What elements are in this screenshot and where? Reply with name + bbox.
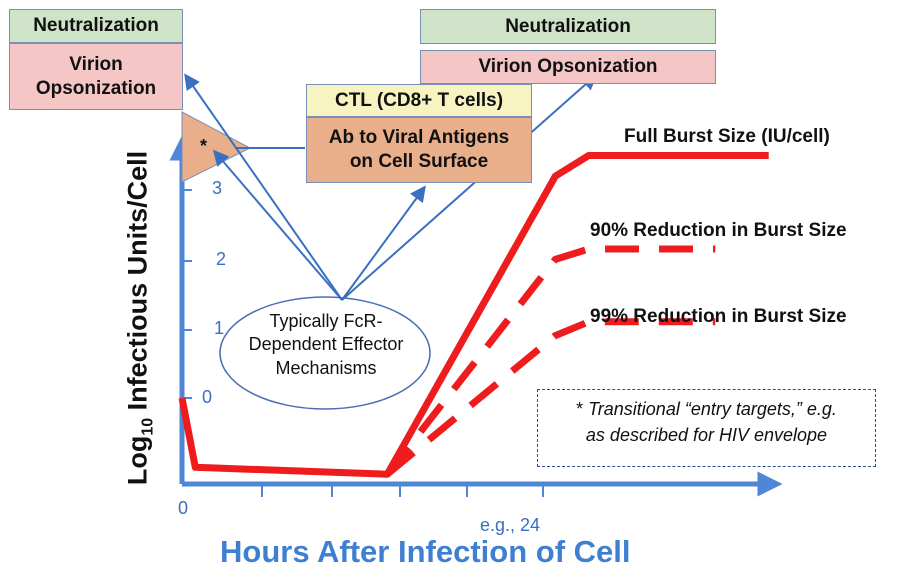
arrow-to-ab-box [341, 185, 426, 301]
arrow-to-left-opsonization [184, 73, 343, 301]
left-opsonization-box: Virion Opsonization [9, 43, 183, 110]
right-neutralization-box: Neutralization [420, 9, 716, 44]
x-tick-label-24: e.g., 24 [480, 515, 541, 535]
ctl-label: CTL (CD8+ T cells) [334, 89, 504, 111]
triangle-asterisk: * [200, 136, 208, 156]
curves-group [178, 152, 769, 478]
y-axis-title-rest: Infectious Units/Cell [122, 150, 153, 418]
x-origin-label: 0 [178, 498, 189, 518]
ninetynine-percent-label: 99% Reduction in Burst Size [590, 306, 847, 327]
arrow-to-right-opsonization [341, 73, 598, 301]
note-line-1: * Transitional “entry targets,” e.g. [538, 396, 875, 422]
y-tick-label-1: 1 [214, 318, 225, 338]
mechanism-arrows [184, 73, 598, 301]
entry-targets-note: * Transitional “entry targets,” e.g. as … [537, 389, 876, 467]
note-star: * [576, 399, 584, 419]
fcr-effector-text: Typically FcR- Dependent Effector Mechan… [248, 311, 404, 378]
ab-viral-antigens-label: Ab to Viral Antigens on Cell Surface [328, 127, 510, 172]
ctl-box: CTL (CD8+ T cells) [306, 84, 532, 117]
y-tick-label-2: 2 [216, 249, 227, 269]
y-tick-label-0: 0 [202, 387, 213, 407]
full-burst-label: Full Burst Size (IU/cell) [624, 126, 830, 147]
ninety-percent-label: 90% Reduction in Burst Size [590, 220, 847, 241]
curve-series-0 [178, 152, 769, 478]
fcr-effector-oval [219, 296, 431, 410]
note-text-1: Transitional “entry targets,” e.g. [588, 399, 837, 419]
y-axis-title-log: Log [122, 435, 153, 486]
left-neutralization-box: Neutralization [9, 9, 183, 43]
right-opsonization-label: Virion Opsonization [478, 56, 658, 78]
y-axis-title-sub: 10 [139, 417, 157, 436]
arrow-to-triangle [212, 149, 343, 301]
ab-viral-antigens-box: Ab to Viral Antigens on Cell Surface [306, 117, 532, 183]
y-tick-label-3: 3 [212, 178, 223, 198]
left-neutralization-label: Neutralization [33, 15, 159, 37]
left-opsonization-label: Virion Opsonization [35, 53, 157, 99]
x-axis-title: Hours After Infection of Cell [220, 534, 631, 569]
note-text-2: as described for HIV envelope [585, 425, 828, 446]
y-axis-title: Log10 Infectious Units/Cell [122, 151, 157, 485]
right-opsonization-box: Virion Opsonization [420, 50, 716, 84]
curve-series-2 [385, 318, 716, 477]
right-neutralization-label: Neutralization [505, 15, 631, 37]
curve-series-1 [384, 245, 716, 477]
